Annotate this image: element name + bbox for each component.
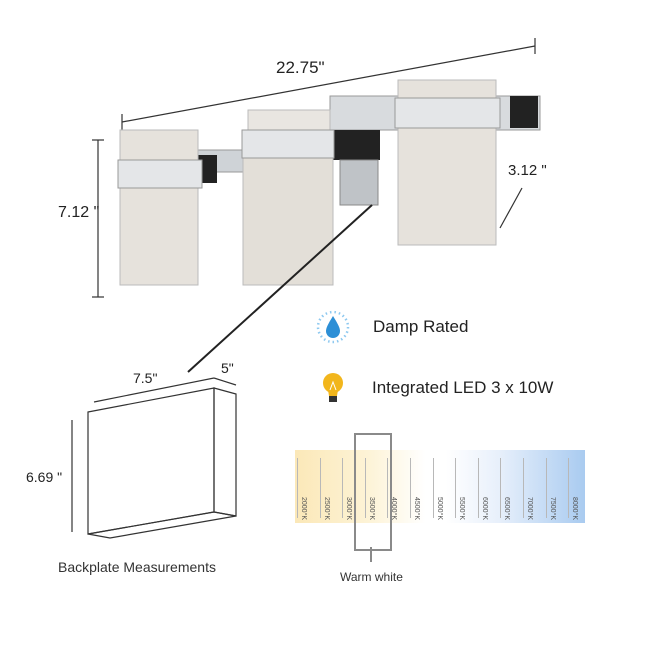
leader-line [187, 204, 373, 373]
depth-dimension-line [499, 187, 523, 229]
chrome-shade [394, 97, 501, 129]
temperature-label: 7500°K [548, 497, 556, 521]
width-dimension-line [121, 38, 536, 130]
led-label: Integrated LED 3 x 10W [372, 378, 554, 397]
temperature-label: 8000°K [571, 497, 579, 521]
backplate-drawing [71, 377, 237, 539]
scale-tick [545, 458, 547, 518]
led-bulb-icon [323, 373, 343, 402]
scale-tick [500, 458, 502, 518]
mount-block [510, 96, 538, 128]
temperature-label: 6500°K [503, 497, 511, 521]
height-label: 7.12 " [58, 204, 100, 221]
temperature-label: 5000°K [435, 497, 443, 521]
backplate-width-label: 7.5" [133, 370, 158, 386]
temperature-label: 5500°K [458, 497, 466, 521]
warm-white-label: Warm white [340, 570, 403, 584]
water-drop-icon [316, 310, 350, 344]
temperature-label: 3000°K [345, 497, 353, 521]
scale-tick [568, 458, 570, 518]
chrome-shade [241, 129, 335, 159]
chrome-shade [117, 159, 203, 189]
temperature-label: 2500°K [322, 497, 330, 521]
width-label: 22.75" [276, 58, 325, 77]
temperature-label: 6000°K [480, 497, 488, 521]
scale-tick [477, 458, 479, 518]
selected-temperature-box [354, 433, 392, 551]
backplate [339, 159, 379, 206]
glass-panel [119, 129, 199, 286]
scale-tick [297, 458, 298, 518]
backplate-depth-label: 5" [221, 360, 234, 376]
scale-tick [342, 458, 344, 518]
glass-panel [242, 149, 334, 286]
scale-tick [432, 458, 434, 518]
temperature-label: 7000°K [526, 497, 533, 521]
mount-block [330, 130, 380, 160]
temperature-label: 2000°K [300, 497, 307, 521]
temperature-label: 4500°K [413, 497, 420, 521]
scale-tick [410, 458, 411, 518]
scale-tick [319, 458, 321, 518]
scale-tick [523, 458, 524, 518]
height-dimension-line [92, 139, 104, 298]
backplate-caption: Backplate Measurements [58, 559, 216, 575]
backplate-height-label: 6.69 " [26, 469, 63, 485]
damp-rated-label: Damp Rated [373, 317, 469, 336]
scale-tick [455, 458, 457, 518]
scale-tick [364, 458, 366, 518]
scale-tick [387, 458, 389, 518]
depth-label: 3.12 " [508, 162, 547, 179]
